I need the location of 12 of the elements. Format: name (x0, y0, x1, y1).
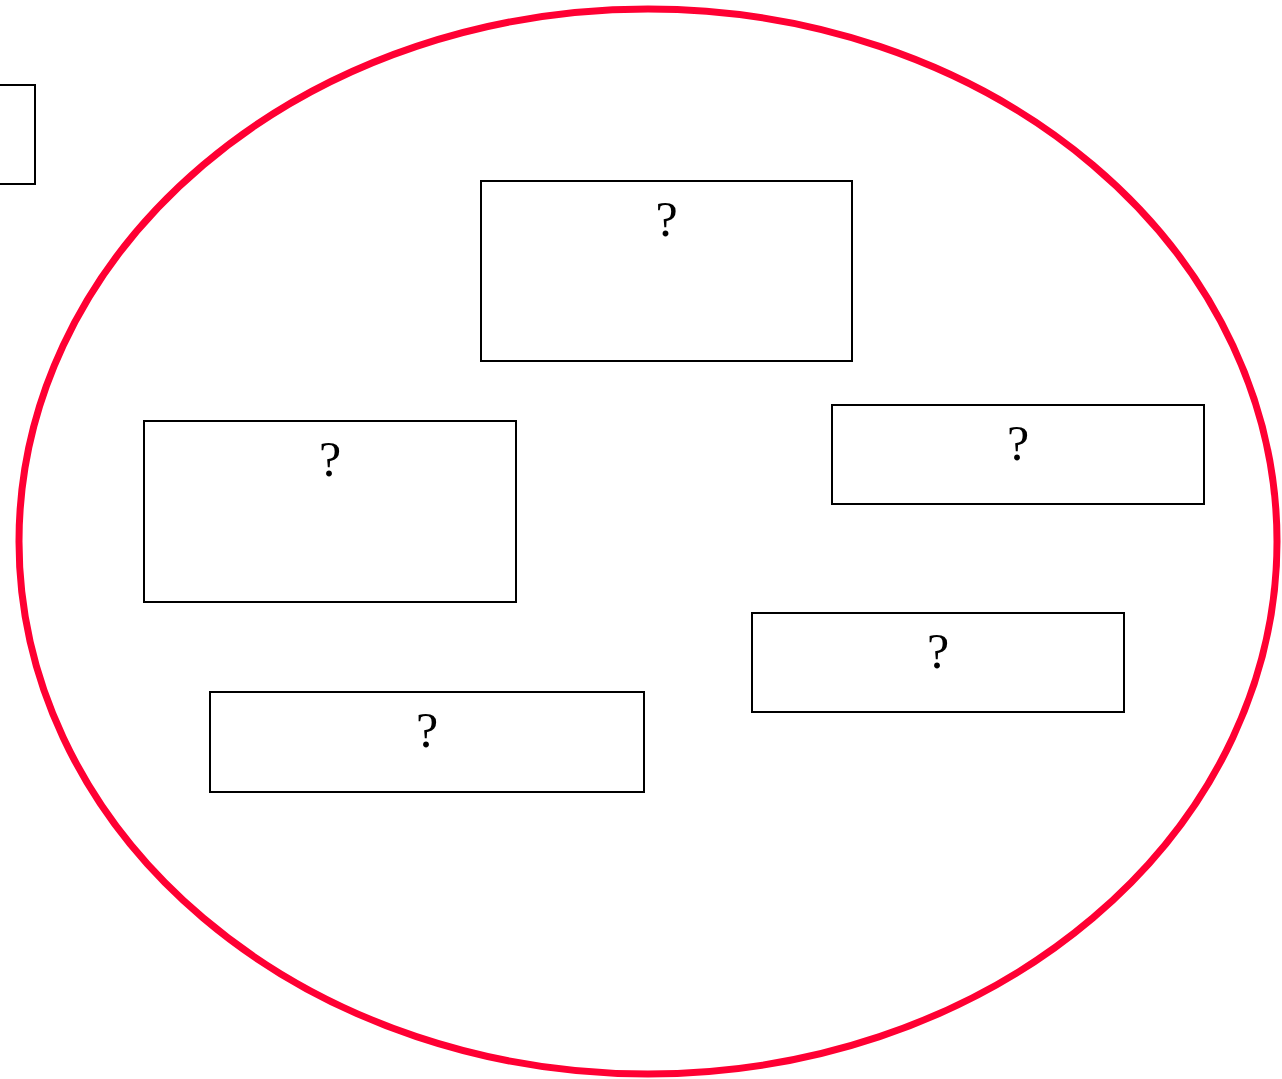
text-box (480, 180, 853, 362)
question-mark: ? (1006, 418, 1030, 468)
question-mark: ? (415, 705, 439, 755)
text-box (751, 612, 1125, 713)
question-mark: ? (926, 626, 950, 676)
text-box (209, 691, 645, 793)
question-mark: ? (318, 434, 342, 484)
text-box (143, 420, 517, 603)
question-mark: ? (655, 194, 678, 244)
ellipse-outline (15, 5, 1281, 1078)
empty-box (0, 84, 36, 185)
text-box (831, 404, 1205, 505)
